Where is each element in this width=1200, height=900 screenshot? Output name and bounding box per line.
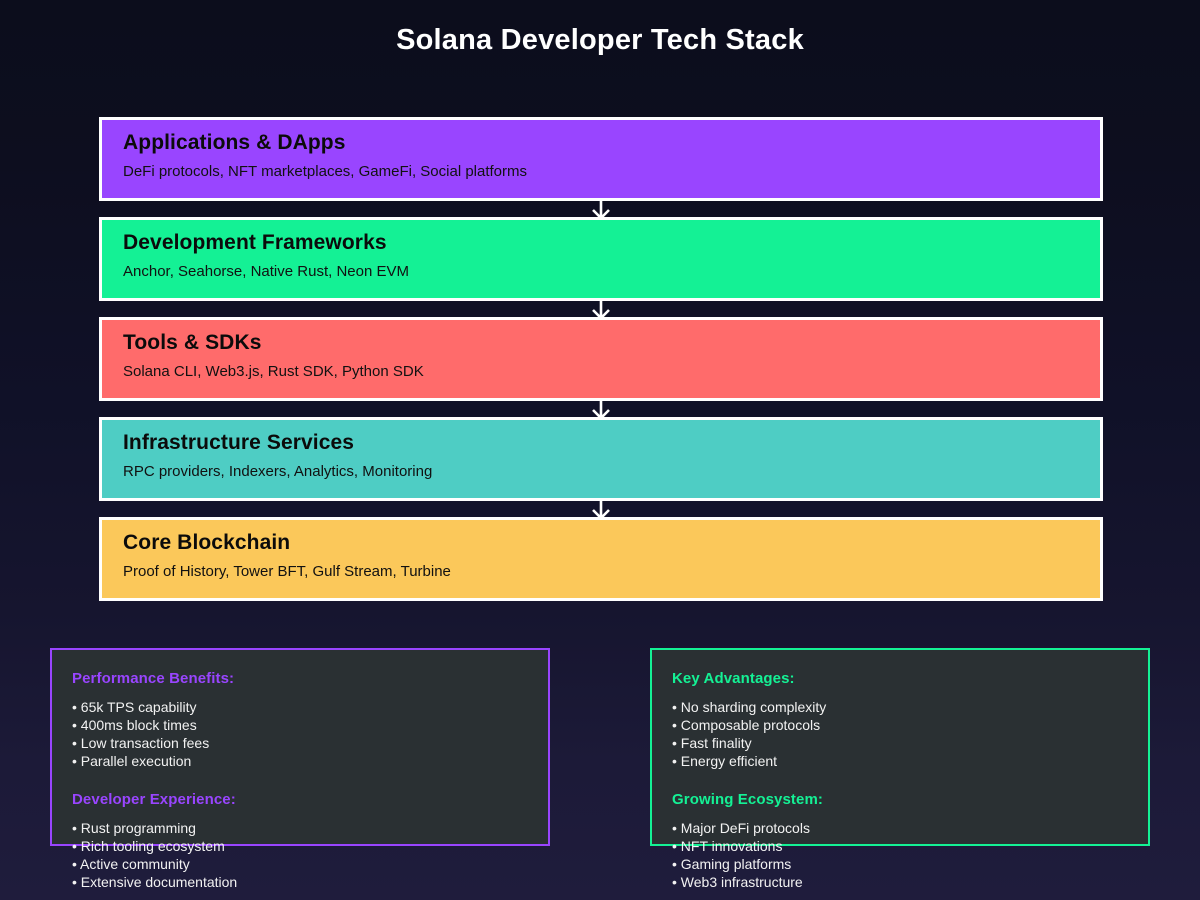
list-item: • Active community: [72, 856, 190, 872]
list-item: • Fast finality: [672, 735, 752, 751]
list-item: • Rust programming: [72, 820, 196, 836]
panel-heading-performance-benefits: Performance Benefits:: [72, 670, 235, 687]
layer-box[interactable]: Tools & SDKs Solana CLI, Web3.js, Rust S…: [99, 317, 1103, 401]
list-item: • NFT innovations: [672, 838, 783, 854]
list-item: • 400ms block times: [72, 717, 197, 733]
arrow-down-icon: [99, 299, 1103, 320]
stack-layer-tools-sdks[interactable]: Tools & SDKs Solana CLI, Web3.js, Rust S…: [99, 317, 1103, 401]
layer-subtitle: Solana CLI, Web3.js, Rust SDK, Python SD…: [123, 363, 424, 380]
list-item: • Extensive documentation: [72, 874, 238, 890]
layer-subtitle: DeFi protocols, NFT marketplaces, GameFi…: [123, 163, 528, 180]
layer-subtitle: Proof of History, Tower BFT, Gulf Stream…: [123, 563, 451, 580]
layer-box[interactable]: Core Blockchain Proof of History, Tower …: [99, 517, 1103, 601]
list-item: • Energy efficient: [672, 753, 778, 769]
panel-heading-key-advantages: Key Advantages:: [672, 670, 795, 687]
stack-layer-applications-dapps[interactable]: Applications & DApps DeFi protocols, NFT…: [99, 117, 1103, 201]
layer-box[interactable]: Infrastructure Services RPC providers, I…: [99, 417, 1103, 501]
arrow-down-icon: [99, 199, 1103, 220]
page-title: Solana Developer Tech Stack: [396, 24, 804, 56]
layer-title: Development Frameworks: [123, 231, 387, 254]
performance-benefits-panel: Performance Benefits: • 65k TPS capabili…: [50, 648, 550, 890]
layer-title: Tools & SDKs: [123, 331, 262, 354]
list-item: • Rich tooling ecosystem: [72, 838, 225, 854]
list-item: • Major DeFi protocols: [672, 820, 810, 836]
list-item: • 65k TPS capability: [72, 699, 197, 715]
panel-heading-developer-experience: Developer Experience:: [72, 791, 236, 808]
stack-layer-infrastructure-services[interactable]: Infrastructure Services RPC providers, I…: [99, 417, 1103, 501]
stack-layer-development-frameworks[interactable]: Development Frameworks Anchor, Seahorse,…: [99, 217, 1103, 301]
layer-subtitle: RPC providers, Indexers, Analytics, Moni…: [123, 463, 433, 480]
layer-title: Infrastructure Services: [123, 431, 355, 454]
list-item: • No sharding complexity: [672, 699, 827, 715]
layer-title: Core Blockchain: [123, 531, 291, 554]
key-advantages-panel: Key Advantages: • No sharding complexity…: [650, 648, 1150, 890]
list-item: • Low transaction fees: [72, 735, 210, 751]
list-item: • Gaming platforms: [672, 856, 792, 872]
tech-stack-diagram: Applications & DApps DeFi protocols, NFT…: [99, 117, 1103, 601]
list-item: • Composable protocols: [672, 717, 821, 733]
layer-title: Applications & DApps: [123, 131, 346, 154]
arrow-down-icon: [99, 499, 1103, 520]
layer-box[interactable]: Development Frameworks Anchor, Seahorse,…: [99, 217, 1103, 301]
layer-box[interactable]: Applications & DApps DeFi protocols, NFT…: [99, 117, 1103, 201]
panel-heading-growing-ecosystem: Growing Ecosystem:: [672, 791, 824, 808]
arrow-down-icon: [99, 399, 1103, 420]
layer-subtitle: Anchor, Seahorse, Native Rust, Neon EVM: [123, 263, 409, 280]
list-item: • Web3 infrastructure: [672, 874, 803, 890]
stack-layer-core-blockchain[interactable]: Core Blockchain Proof of History, Tower …: [99, 517, 1103, 601]
list-item: • Parallel execution: [72, 753, 192, 769]
